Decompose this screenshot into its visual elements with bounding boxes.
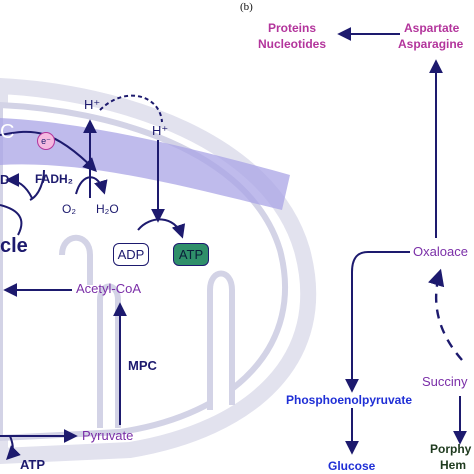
atp-yield-label: ATP xyxy=(20,457,46,472)
oxaloacetate-label: Oxaloace xyxy=(413,244,468,259)
proton-label-outer: H⁺ xyxy=(152,123,169,138)
succinyl-coa-label: Succiny xyxy=(422,374,468,389)
aspartate-label: Aspartate xyxy=(404,21,460,35)
succinyl-to-oxaloacetate-dashed xyxy=(428,268,463,361)
glucose-label: Glucose xyxy=(328,459,376,473)
oxygen-label: O₂ xyxy=(62,202,76,216)
porphyrin-label: Porphy xyxy=(430,442,472,456)
fadh2-label: FADH₂ xyxy=(35,172,73,186)
adp-box: ADP xyxy=(113,243,149,266)
oxaloacetate-to-pep-arrow xyxy=(345,251,410,393)
proteins-label: Proteins xyxy=(267,21,316,35)
fadh2-arrow xyxy=(5,173,33,199)
cycle-arc xyxy=(0,204,23,236)
atp-box: ATP xyxy=(173,243,209,266)
adp-atp-arrow xyxy=(137,218,186,239)
etc-label: C xyxy=(0,121,15,143)
asparagine-label: Asparagine xyxy=(398,37,464,51)
nucleotides-label: Nucleotides xyxy=(257,37,326,51)
h-return-dashed xyxy=(99,94,163,123)
phosphoenolpyruvate-label: Phosphoenolpyruvate xyxy=(286,393,413,407)
oxygen-reduction-arrow xyxy=(75,176,108,195)
etc-band xyxy=(0,118,290,210)
acetyl-coa-label: Acetyl-CoA xyxy=(76,281,142,296)
panel-label-b: (b) xyxy=(240,1,253,13)
crista-2 xyxy=(207,270,235,410)
crista-1 xyxy=(97,283,121,428)
heme-label: Hem xyxy=(440,458,467,472)
atp-yield-curve xyxy=(6,435,21,460)
electron-badge: e⁻ xyxy=(37,132,55,150)
pyruvate-label: Pyruvate xyxy=(82,428,134,443)
tca-cycle-label: cle xyxy=(0,235,28,257)
nadh-fragment-label: D xyxy=(0,172,10,187)
proton-label-inner: H⁺ xyxy=(84,97,101,112)
fadh2-arrow-2 xyxy=(29,169,45,201)
mpc-label: MPC xyxy=(128,358,157,373)
crista-3 xyxy=(59,234,93,285)
water-label: H₂O xyxy=(96,202,119,216)
